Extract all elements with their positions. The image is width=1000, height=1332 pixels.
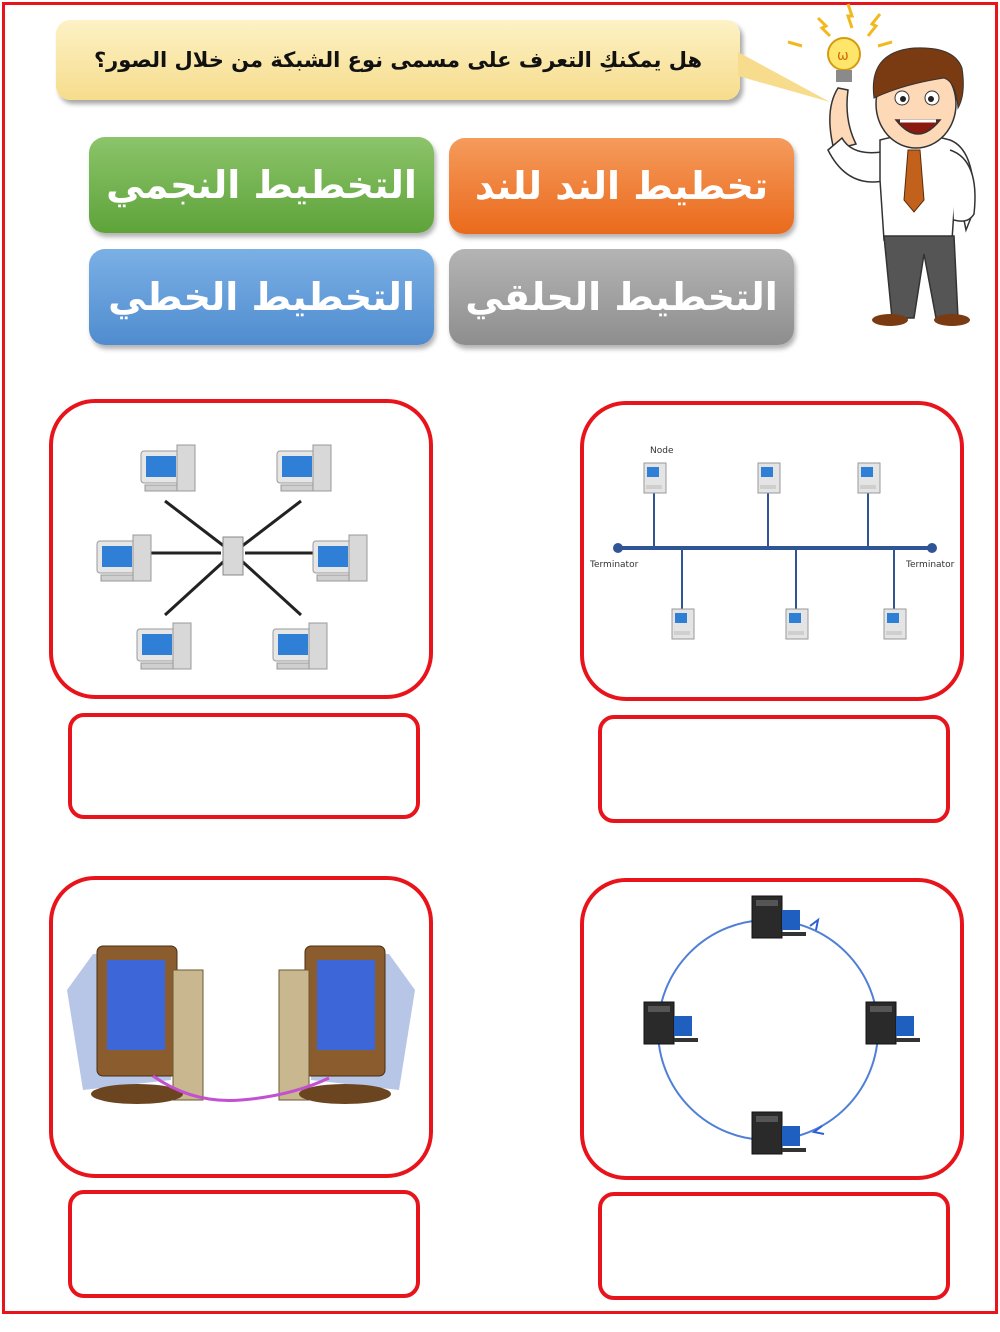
- computer-icon: [857, 462, 881, 494]
- svg-text:ω: ω: [837, 48, 849, 64]
- option-ring-button[interactable]: التخطيط الحلقي: [449, 249, 794, 345]
- computer-icon: [883, 608, 907, 640]
- computer-icon: [643, 1001, 699, 1045]
- computer-icon: [751, 895, 807, 939]
- bubble-tail: [738, 52, 830, 102]
- terminator-right-label: Terminator: [905, 560, 955, 570]
- option-star-label: التخطيط النجمي: [106, 163, 417, 207]
- answer-box-ring[interactable]: [598, 1192, 950, 1300]
- star-topology-diagram: [96, 444, 368, 670]
- computer-icon: [312, 534, 368, 582]
- node-label: Node: [650, 446, 674, 456]
- computer-icon: [136, 622, 192, 670]
- answer-box-peer-to-peer[interactable]: [68, 1190, 420, 1298]
- option-star-button[interactable]: التخطيط النجمي: [89, 137, 434, 233]
- option-peer-to-peer-label: تخطيط الند للند: [474, 164, 769, 208]
- computer-icon: [865, 1001, 921, 1045]
- computer-icon: [96, 534, 152, 582]
- terminator-left-label: Terminator: [589, 560, 639, 570]
- computer-icon: [643, 462, 667, 494]
- computer-icon: [757, 462, 781, 494]
- computer-icon: [751, 1111, 807, 1155]
- option-peer-to-peer-button[interactable]: تخطيط الند للند: [449, 138, 794, 234]
- answer-box-bus[interactable]: [598, 715, 950, 823]
- option-ring-label: التخطيط الحلقي: [465, 275, 778, 319]
- bus-topology-diagram: Node Terminator Terminator: [589, 446, 955, 640]
- computer-icon: [671, 608, 695, 640]
- ring-topology-card: [580, 878, 964, 1180]
- question-text: هل يمكنكِ التعرف على مسمى نوع الشبكة من …: [94, 48, 703, 72]
- computer-icon: [140, 444, 196, 492]
- ring-topology-diagram: [643, 895, 921, 1155]
- thinking-man-illustration: ω: [787, 3, 976, 326]
- computer-icon: [272, 622, 328, 670]
- computer-icon: [276, 444, 332, 492]
- option-bus-label: التخطيط الخطي: [108, 275, 415, 319]
- computer-icon: [785, 608, 809, 640]
- peer-to-peer-card: [49, 876, 433, 1178]
- star-topology-card: [49, 399, 433, 699]
- option-bus-button[interactable]: التخطيط الخطي: [89, 249, 434, 345]
- hub-icon: [222, 536, 244, 576]
- peer-to-peer-diagram: [67, 945, 415, 1104]
- question-bubble: هل يمكنكِ التعرف على مسمى نوع الشبكة من …: [56, 20, 740, 100]
- lightbulb-icon: ω: [827, 37, 861, 82]
- answer-box-star[interactable]: [68, 713, 420, 819]
- bus-topology-card: Node Terminator Terminator: [580, 401, 964, 701]
